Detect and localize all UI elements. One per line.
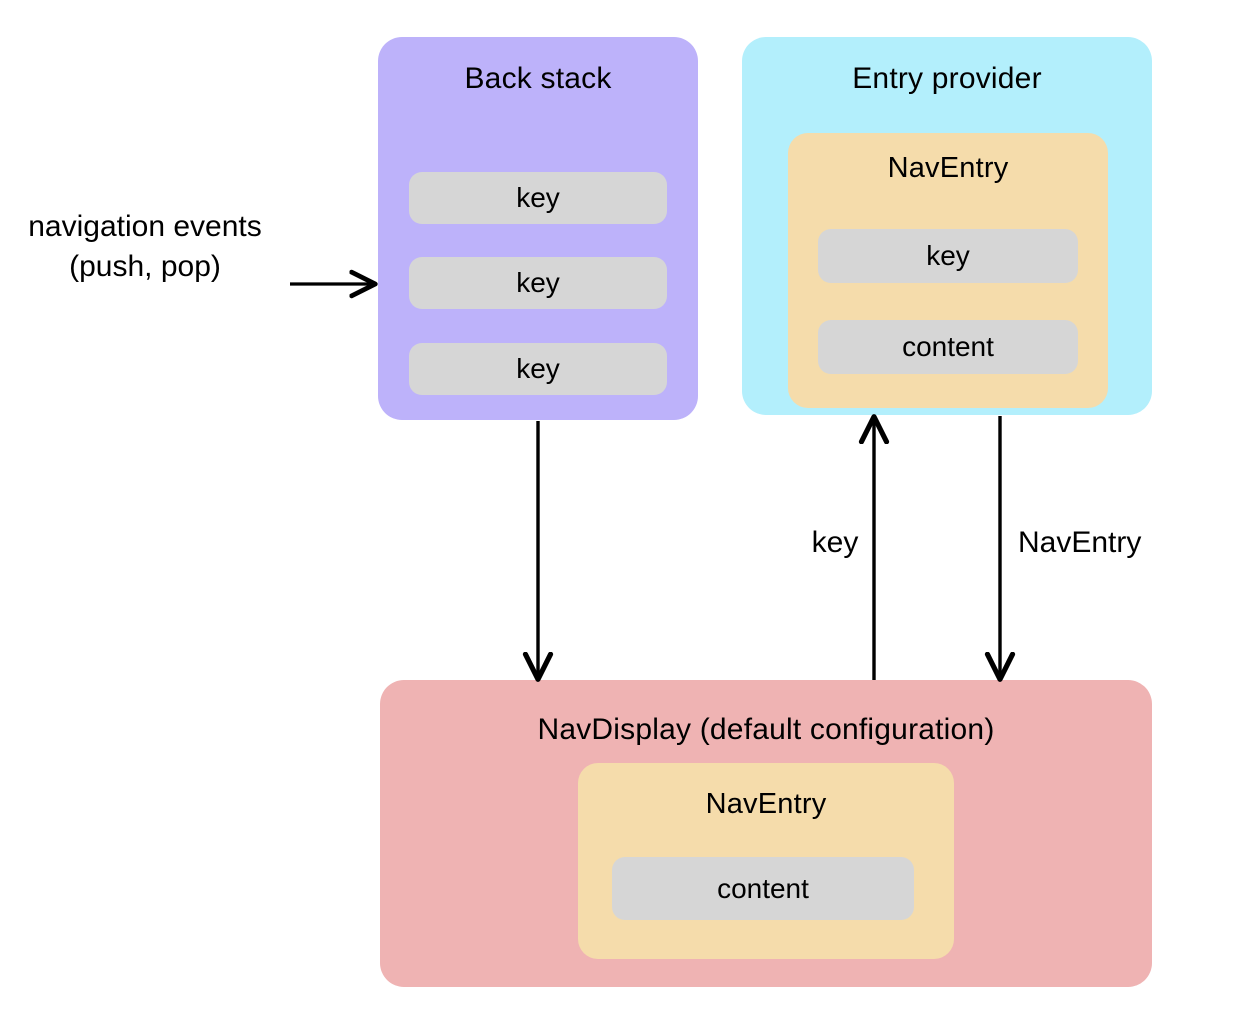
entry-provider-naventry-key-chip: key	[818, 229, 1078, 283]
nav-display-title: NavDisplay (default configuration)	[537, 713, 995, 746]
nav-display-naventry-content-chip: content	[612, 857, 914, 920]
edge-label-naventry: NavEntry	[1018, 526, 1142, 559]
entry-provider-naventry-title: NavEntry	[887, 152, 1009, 184]
back-stack-key-chip: key	[409, 257, 667, 309]
nav-display-naventry-title: NavEntry	[705, 788, 827, 820]
back-stack-title: Back stack	[464, 62, 612, 95]
edge-label-key: key	[811, 526, 859, 559]
navigation-events-label: navigation events (push, pop)	[28, 210, 262, 283]
entry-provider-naventry-content-chip: content	[818, 320, 1078, 374]
back-stack-key-chip: key	[409, 172, 667, 224]
entry-provider-title: Entry provider	[852, 62, 1042, 95]
back-stack-key-chip: key	[409, 343, 667, 395]
